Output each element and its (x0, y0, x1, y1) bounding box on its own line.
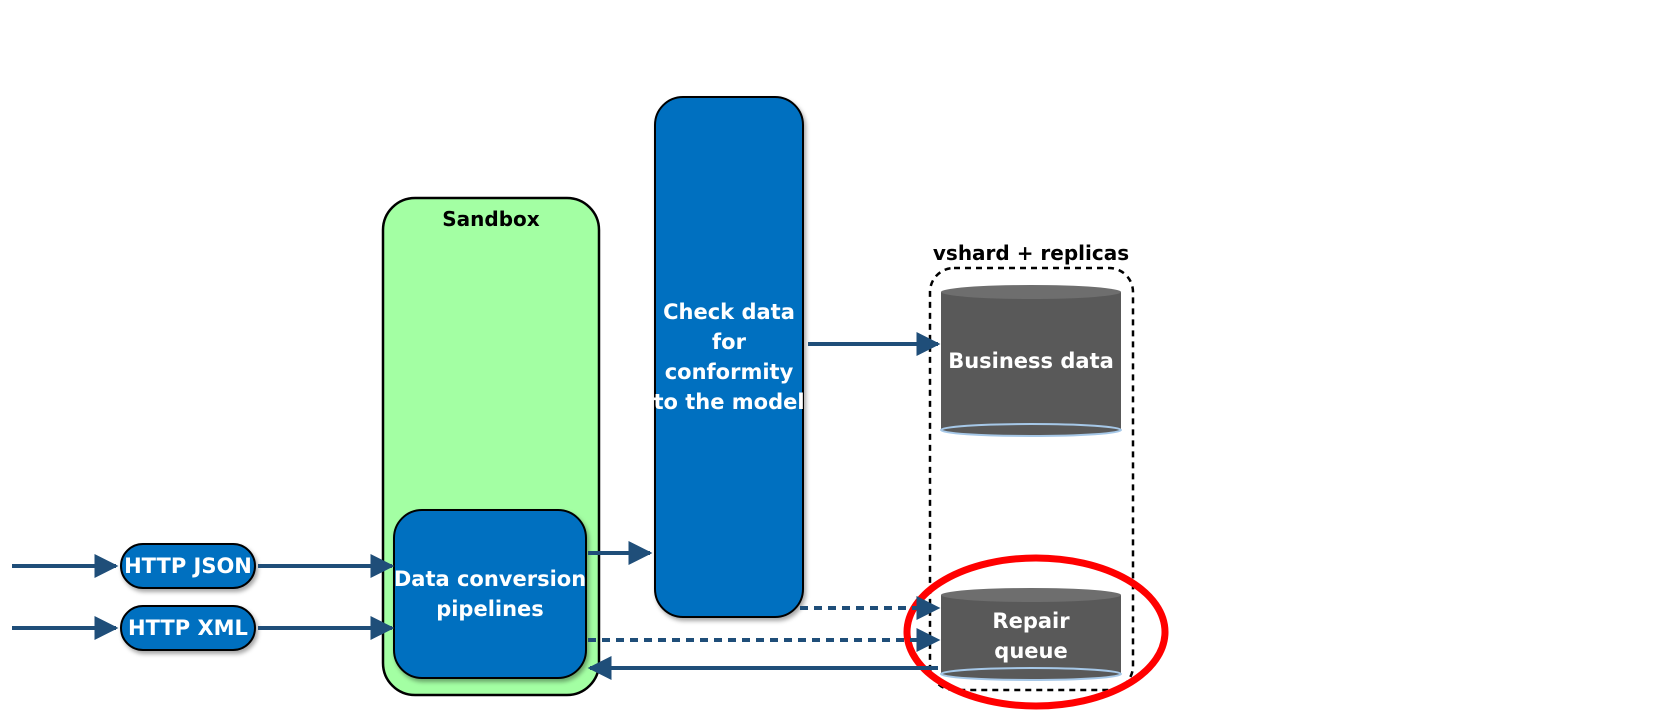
business-db-body (941, 292, 1121, 430)
business-data-db: Business data (940, 285, 1122, 437)
http-json-input (120, 543, 256, 589)
repair-db-body (941, 595, 1121, 674)
repair-db-label-line1: Repair (992, 609, 1070, 633)
pipelines-line2: pipelines (436, 597, 544, 621)
repair-db-label-line2: queue (994, 639, 1067, 663)
http-xml-input (120, 605, 256, 651)
business-db-label: Business data (948, 349, 1114, 373)
business-db-top (941, 285, 1121, 299)
vshard-container (928, 266, 1135, 692)
check-data-line2: for (712, 330, 747, 354)
repair-queue-db: Repair queue (940, 588, 1122, 681)
check-data-line4: to the model (653, 390, 804, 414)
http-xml-label: HTTP XML (128, 616, 248, 640)
check-data-line1: Check data (663, 300, 795, 324)
repair-db-top (941, 588, 1121, 602)
repair-db-bottom (940, 667, 1122, 681)
check-data-line3: conformity (665, 360, 794, 384)
data-conversion-pipelines-box (393, 509, 587, 679)
pipelines-line1: Data conversion (394, 567, 586, 591)
http-json-label: HTTP JSON (124, 554, 252, 578)
vshard-title: vshard + replicas (933, 241, 1129, 265)
check-data-box (654, 96, 804, 618)
business-db-bottom (940, 423, 1122, 437)
sandbox-title: Sandbox (442, 207, 540, 231)
repair-queue-highlight (903, 554, 1169, 710)
